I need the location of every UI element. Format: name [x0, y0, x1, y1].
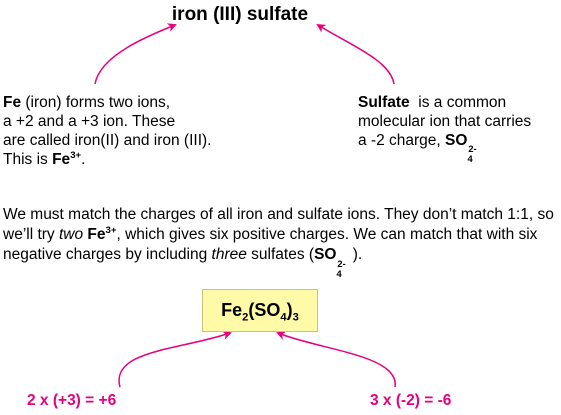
explanation-three: three [211, 246, 247, 263]
iron-note-line-2: a +2 and a +3 ion. These [3, 113, 176, 130]
iron-note-text-4: This is [3, 151, 53, 168]
iron-symbol: Fe [3, 94, 22, 111]
iron-note-line-4: This is Fe3+. [3, 150, 273, 169]
sulfate-note-line-1: Sulfate is a common [358, 93, 558, 112]
explanation-iron-symbol: Fe [87, 226, 106, 243]
iron-note-period: . [81, 151, 86, 168]
sulfate-name: Sulfate [358, 94, 410, 111]
iron-note-line-3: are called iron(II) and iron (III). [3, 132, 212, 149]
iron-note: Fe (iron) forms two ions, a +2 and a +3 … [3, 93, 273, 169]
explanation-text-2: , which gives six positive charges. We c… [3, 226, 538, 263]
iron-ion: Fe3+ [52, 151, 81, 168]
arrow-right-calc-to-formula [276, 331, 396, 388]
explanation-sulfate-subscript: 4 [336, 269, 342, 280]
iron-note-line-1: Fe (iron) forms two ions, [3, 93, 273, 112]
formula-oxygen-subscript: 4 [280, 311, 287, 324]
formula-iron: Fe [221, 300, 243, 320]
arrow-sulfate-to-title [316, 23, 395, 85]
explanation-text-1: We must match the charges of all iron an… [3, 206, 554, 243]
arrow-fe-to-title [94, 23, 177, 85]
explanation-text-4: ). [352, 246, 363, 263]
diagram-title: iron (III) sulfate [171, 4, 309, 25]
sulfate-note-text-3: a -2 charge, [358, 132, 446, 149]
iron-note-text-1: (iron) forms two ions, [21, 94, 171, 111]
iron-ion-charge: 3+ [70, 149, 82, 161]
formula-close-paren: ) [286, 300, 293, 320]
sulfate-note: Sulfate is a common molecular ion that c… [358, 93, 558, 164]
explanation-paragraph: We must match the charges of all iron an… [3, 205, 555, 279]
sulfate-ion-subscript: 4 [467, 154, 473, 165]
explanation-sulfate-symbol: SO [314, 246, 337, 263]
formula: Fe2(SO4)3 [221, 300, 299, 324]
formula-iron-subscript: 2 [242, 311, 249, 324]
explanation-iron-ion: Fe3+ [87, 226, 116, 243]
sulfate-ion-symbol: SO [445, 132, 468, 149]
explanation-two: two [58, 226, 84, 243]
formula-box: Fe2(SO4)3 [202, 289, 318, 332]
sulfate-note-text-1: is a common [409, 94, 507, 111]
arrow-left-calc-to-formula [118, 330, 232, 388]
iron-ion-symbol: Fe [52, 151, 71, 168]
iron-charge-calculation: 2 x (+3) = +6 [27, 392, 117, 409]
explanation-iron-charge: 3+ [105, 224, 117, 236]
formula-group-subscript: 3 [292, 311, 299, 324]
sulfate-charge-calculation: 3 x (-2) = -6 [370, 392, 452, 409]
explanation-text-3: sulfates ( [246, 246, 315, 263]
sulfate-ion-charge: 2- [468, 143, 477, 154]
formula-sulfate-open: (SO [248, 300, 281, 320]
sulfate-note-line-2: molecular ion that carries [358, 113, 532, 130]
explanation-sulfate-charge: 2- [337, 258, 346, 269]
